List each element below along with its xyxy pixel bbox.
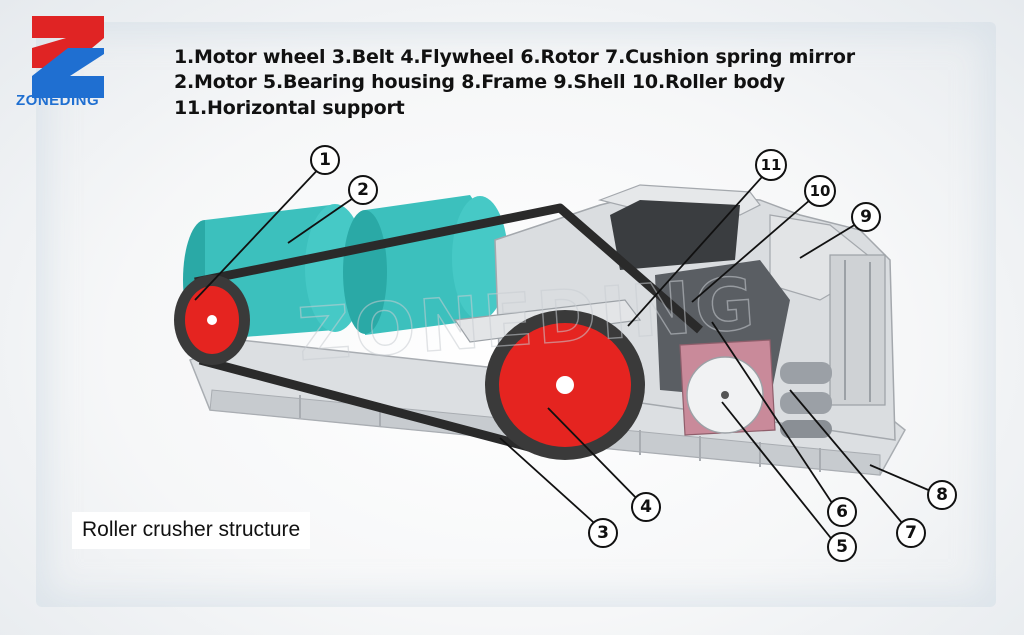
leader-line-11 xyxy=(627,167,771,327)
zoneding-logo xyxy=(32,16,104,98)
leader-line-10 xyxy=(691,192,819,303)
callout-7: 7 xyxy=(896,518,926,548)
callout-10: 10 xyxy=(804,175,836,207)
callout-1: 1 xyxy=(310,145,340,175)
svg-text:2: 2 xyxy=(357,180,369,200)
cushion-springs xyxy=(780,362,832,438)
callout-11: 11 xyxy=(755,149,787,181)
leader-line-2 xyxy=(287,191,363,244)
motor-wheel xyxy=(174,275,250,365)
callout-6: 6 xyxy=(827,497,857,527)
leader-line-7 xyxy=(789,389,909,531)
callout-9: 9 xyxy=(851,202,881,232)
legend-line-2: 2.Motor 5.Bearing housing 8.Frame 9.Shel… xyxy=(174,71,785,93)
svg-text:5: 5 xyxy=(836,537,848,557)
brand-name: ZONEDING xyxy=(16,92,100,109)
diagram-caption: Roller crusher structure xyxy=(72,512,311,549)
svg-text:10: 10 xyxy=(810,182,831,200)
svg-text:11: 11 xyxy=(761,156,782,174)
leader-line-1 xyxy=(194,161,326,301)
svg-text:3: 3 xyxy=(597,523,609,543)
svg-text:1: 1 xyxy=(319,150,331,170)
leader-line-3 xyxy=(499,437,603,531)
svg-text:6: 6 xyxy=(836,502,848,522)
leader-line-6 xyxy=(711,321,839,513)
svg-text:8: 8 xyxy=(936,485,948,505)
callout-2: 2 xyxy=(348,175,378,205)
svg-text:9: 9 xyxy=(860,207,872,227)
leader-line-4 xyxy=(547,407,646,508)
flywheel xyxy=(485,310,645,460)
callout-3: 3 xyxy=(588,518,618,548)
leader-lines xyxy=(194,161,941,548)
bearing-housing xyxy=(679,339,776,436)
callout-8: 8 xyxy=(927,480,957,510)
leader-line-5 xyxy=(721,401,839,548)
svg-text:7: 7 xyxy=(905,523,917,543)
legend-line-1: 1.Motor wheel 3.Belt 4.Flywheel 6.Rotor … xyxy=(174,46,855,68)
svg-text:4: 4 xyxy=(640,497,652,517)
callout-5: 5 xyxy=(827,532,857,562)
callout-4: 4 xyxy=(631,492,661,522)
legend-line-3: 11.Horizontal support xyxy=(174,97,405,119)
drive-belt xyxy=(194,203,703,457)
